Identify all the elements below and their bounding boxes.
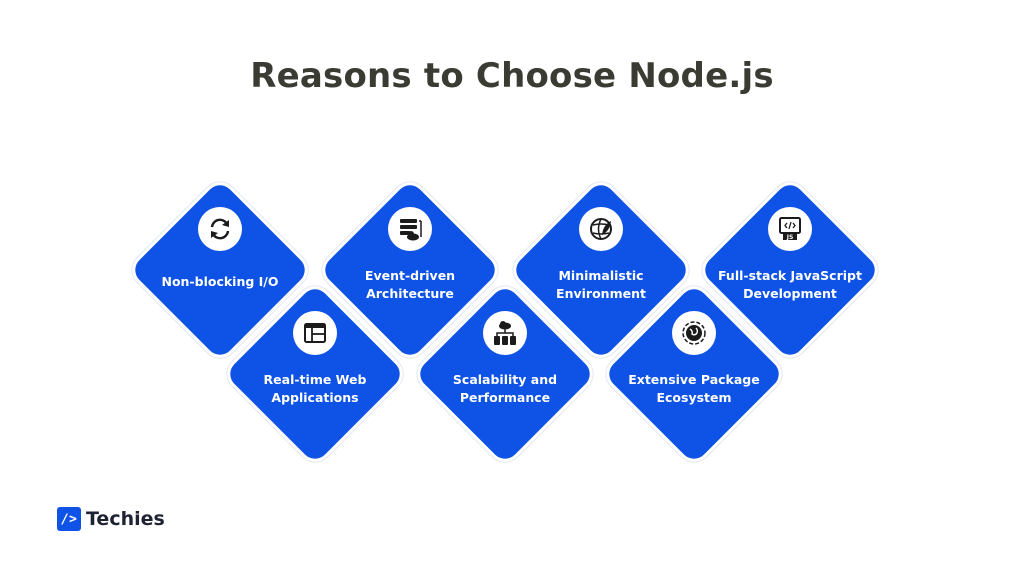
- card-label: Non-blocking I/O: [161, 274, 279, 289]
- card-scalability-and-performance: Scalability and Performance: [412, 281, 598, 467]
- globe-ecosystem-icon: [672, 311, 716, 355]
- sync-arrows-icon: [198, 207, 242, 251]
- card-label: Scalability and Performance: [452, 372, 558, 405]
- svg-text:JS: JS: [786, 234, 794, 241]
- web-layout-icon: [293, 311, 337, 355]
- page-title: Reasons to Choose Node.js: [250, 56, 774, 96]
- brand-logo: /> Techies: [57, 507, 165, 531]
- js-monitor-icon: JS: [768, 207, 812, 251]
- logo-mark-icon: />: [57, 507, 81, 531]
- card-label: Event-driven Architecture: [364, 268, 456, 301]
- globe-leaf-icon: [579, 207, 623, 251]
- card-minimalistic-environment: Minimalistic Environment: [508, 177, 694, 363]
- card-label: Minimalistic Environment: [556, 268, 646, 301]
- card-full-stack-javascript: JS Full-stack JavaScript Development: [697, 177, 883, 363]
- card-label: Full-stack JavaScript Development: [718, 268, 862, 301]
- card-label: Real-time Web Applications: [263, 372, 367, 405]
- cloud-network-icon: [483, 311, 527, 355]
- server-cloud-icon: [388, 207, 432, 251]
- card-extensive-package-ecosystem: Extensive Package Ecosystem: [601, 281, 787, 467]
- logo-name: Techies: [86, 508, 165, 530]
- card-real-time-web-applications: Real-time Web Applications: [222, 281, 408, 467]
- card-non-blocking-io: Non-blocking I/O: [127, 177, 313, 363]
- card-label: Extensive Package Ecosystem: [628, 372, 760, 405]
- card-event-driven-architecture: Event-driven Architecture: [317, 177, 503, 363]
